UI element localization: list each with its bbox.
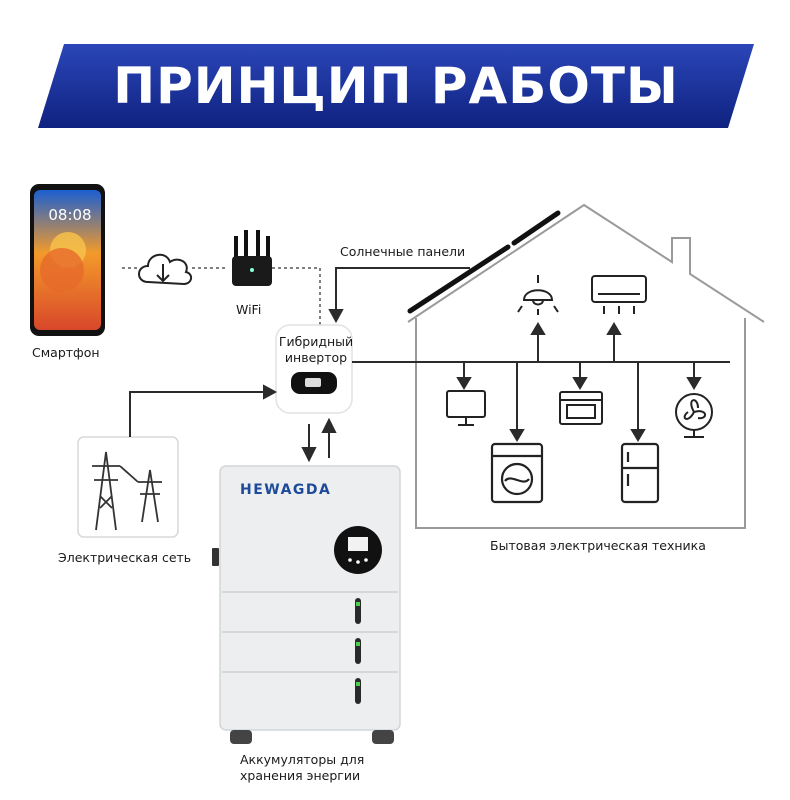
inverter-label-line1: Гибридный: [276, 334, 356, 350]
refrigerator-icon: [622, 444, 658, 502]
smartphone-label: Смартфон: [32, 345, 100, 360]
inverter-label-line2: инвертор: [276, 350, 356, 366]
battery-brand-logo: HEWAGDA: [240, 482, 331, 498]
battery-label-line1: Аккумуляторы для: [240, 752, 364, 768]
grid-to-inverter-arrow: [130, 386, 275, 437]
ceiling-lamp-icon: [518, 275, 558, 315]
wifi-router-icon: [232, 230, 272, 286]
monitor-icon: [447, 391, 485, 425]
inverter-battery-arrows: [303, 420, 335, 460]
fan-icon: [676, 394, 712, 437]
solar-panels-label: Солнечные панели: [340, 244, 465, 259]
appliances-label: Бытовая электрическая техника: [490, 538, 706, 553]
oven-icon: [560, 392, 602, 424]
phone-clock: 08:08: [44, 206, 96, 224]
wifi-label: WiFi: [236, 302, 261, 317]
grid-label: Электрическая сеть: [58, 550, 191, 565]
washing-machine-icon: [492, 444, 542, 502]
battery-label: Аккумуляторы для хранения энергии: [240, 752, 364, 784]
battery-cabinet-icon: [212, 466, 400, 744]
battery-label-line2: хранения энергии: [240, 768, 364, 784]
cloud-download-icon: [139, 255, 191, 284]
power-tower-icon: [78, 437, 178, 537]
air-conditioner-icon: [592, 276, 646, 314]
inverter-label: Гибридный инвертор: [276, 334, 356, 366]
solar-panel-icon: [410, 213, 558, 311]
appliance-branches: [458, 324, 700, 440]
